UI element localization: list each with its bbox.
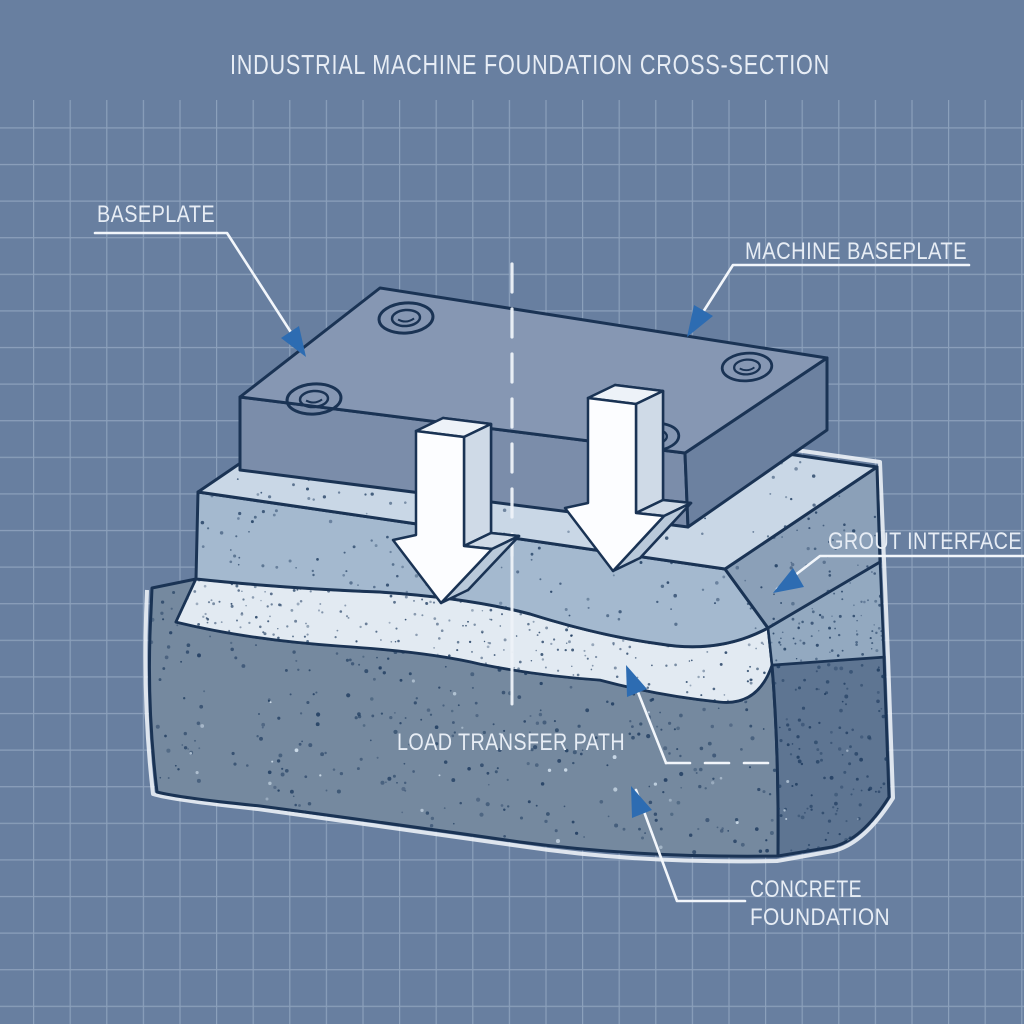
machine-baseplate-label: MACHINE BASEPLATE [745, 238, 967, 265]
concrete-foundation-label-line1: CONCRETE [750, 876, 862, 903]
leader-line [689, 263, 971, 333]
arrow-facet [634, 389, 665, 515]
leader-arrowhead-icon [773, 568, 804, 593]
arrow-facet [462, 422, 493, 548]
leader-arrowhead-icon [281, 326, 306, 357]
leader-line [93, 231, 305, 353]
leader-arrowhead-icon [626, 665, 647, 697]
load-arrow-left [391, 416, 521, 605]
arrow-front-face [391, 429, 494, 605]
grout-interface-label: GROUT INTERFACE [828, 528, 1022, 555]
load-transfer-path-label: LOAD TRANSFER PATH [397, 729, 625, 756]
page-title: INDUSTRIAL MACHINE FOUNDATION CROSS-SECT… [230, 49, 830, 80]
baseplate-label: BASEPLATE [97, 201, 215, 228]
sketch-highlight-outline [143, 384, 895, 864]
leader-line [634, 788, 747, 903]
arrow-front-face [563, 396, 666, 573]
leader-arrowhead-icon [631, 786, 652, 818]
leader-arrowhead-icon [687, 305, 713, 337]
concrete-foundation-label-line2: FOUNDATION [750, 904, 890, 931]
load-arrow-right [563, 383, 693, 573]
leader-arrowheads [281, 305, 804, 818]
